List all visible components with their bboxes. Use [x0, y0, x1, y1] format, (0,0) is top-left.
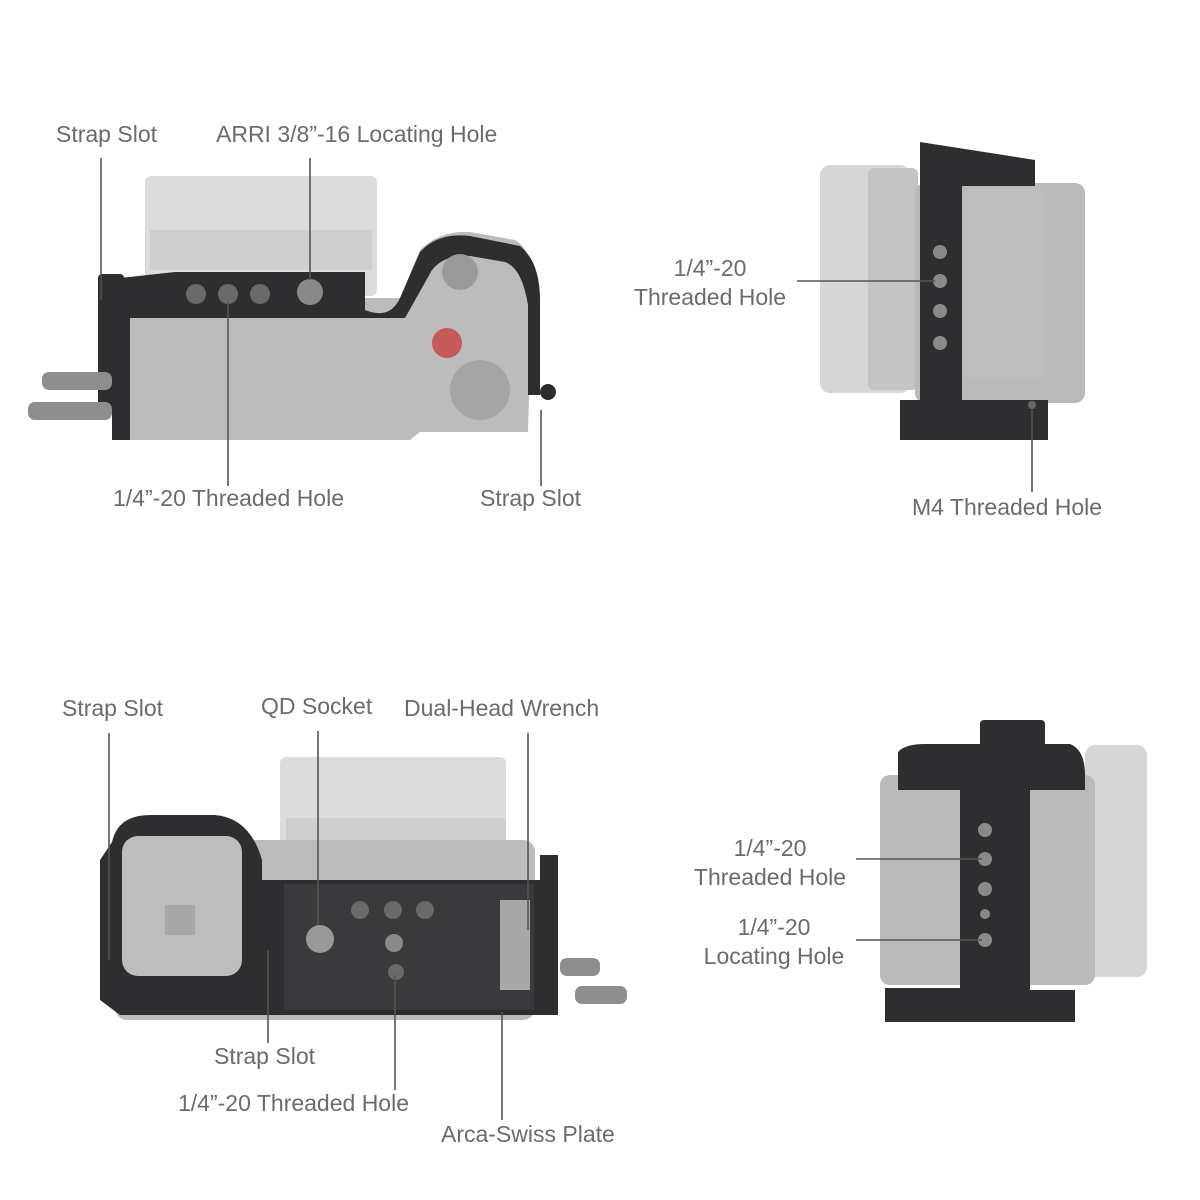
side-hole — [933, 245, 947, 259]
control-wheel — [450, 360, 510, 420]
label-strap-slot-bottom-left: Strap Slot — [62, 695, 163, 721]
cage-left-side — [98, 274, 124, 414]
label-strap-slot-bottom: Strap Slot — [214, 1043, 315, 1069]
label-line: 1/4”-20 — [737, 914, 811, 940]
bottom-hole — [385, 934, 403, 952]
clamp-pin — [28, 402, 112, 420]
m4-hole-mark — [1028, 401, 1036, 409]
side2-hole — [978, 882, 992, 896]
label-strap-slot-top-right: Strap Slot — [480, 485, 581, 511]
side-view-right-illustration — [820, 142, 1085, 440]
label-threaded-hole-side-right: 1/4”-20 Threaded Hole — [624, 254, 796, 312]
label-line: Locating Hole — [703, 943, 845, 969]
side2-hole — [978, 933, 992, 947]
plate-hole — [250, 284, 270, 304]
threaded-hole-mark — [388, 964, 404, 980]
side2-hole — [980, 909, 990, 919]
label-line: Threaded Hole — [693, 864, 847, 890]
cage-top-plate — [112, 235, 540, 440]
side-view-left-illustration — [880, 720, 1147, 1022]
side-hole — [933, 336, 947, 350]
label-threaded-hole-bottom: 1/4”-20 Threaded Hole — [178, 1090, 409, 1116]
cage-side-window — [964, 188, 1044, 378]
lens-ghost-side2 — [1085, 745, 1147, 977]
label-arri-locating-hole: ARRI 3/8”-16 Locating Hole — [216, 121, 498, 147]
bottom-hole — [351, 901, 369, 919]
bottom-hole — [384, 901, 402, 919]
leader-lines — [100, 158, 1033, 1120]
lens-ring — [150, 230, 372, 270]
label-dual-head-wrench: Dual-Head Wrench — [404, 695, 600, 721]
label-threaded-hole-side-left: 1/4”-20 Threaded Hole — [686, 834, 854, 892]
cage-side-frame — [900, 142, 1048, 440]
clamp-pin-bottom — [575, 986, 627, 1004]
lock-latch — [165, 905, 195, 935]
camera-body-top — [115, 231, 533, 440]
side2-hole — [978, 823, 992, 837]
bottom-hole — [416, 901, 434, 919]
mode-dial — [442, 254, 478, 290]
bottom-view-illustration — [100, 757, 627, 1020]
qd-socket-mark — [306, 925, 334, 953]
wrench-slot — [500, 900, 530, 990]
top-view-illustration — [28, 176, 556, 440]
side2-hole — [978, 852, 992, 866]
label-line: Threaded Hole — [633, 284, 787, 310]
side-hole — [933, 274, 947, 288]
strap-screw — [540, 384, 556, 400]
label-m4-threaded-hole: M4 Threaded Hole — [912, 494, 1103, 520]
label-threaded-hole-top: 1/4”-20 Threaded Hole — [113, 485, 344, 511]
plate-hole — [186, 284, 206, 304]
plate-hole — [218, 284, 238, 304]
label-strap-slot-top-left: Strap Slot — [56, 121, 157, 147]
label-line: 1/4”-20 — [673, 255, 747, 281]
label-arca-swiss-plate: Arca-Swiss Plate — [441, 1121, 615, 1147]
label-qd-socket: QD Socket — [261, 693, 373, 719]
clamp-pin — [42, 372, 112, 390]
label-locating-hole-side-left: 1/4”-20 Locating Hole — [694, 913, 854, 971]
arri-hole-mark — [297, 279, 323, 305]
record-button — [432, 328, 462, 358]
label-line: 1/4”-20 — [733, 835, 807, 861]
clamp-pin-bottom — [560, 958, 600, 976]
side-hole — [933, 304, 947, 318]
top-handle-mount — [980, 720, 1045, 748]
lens-grip-ring — [868, 168, 918, 390]
